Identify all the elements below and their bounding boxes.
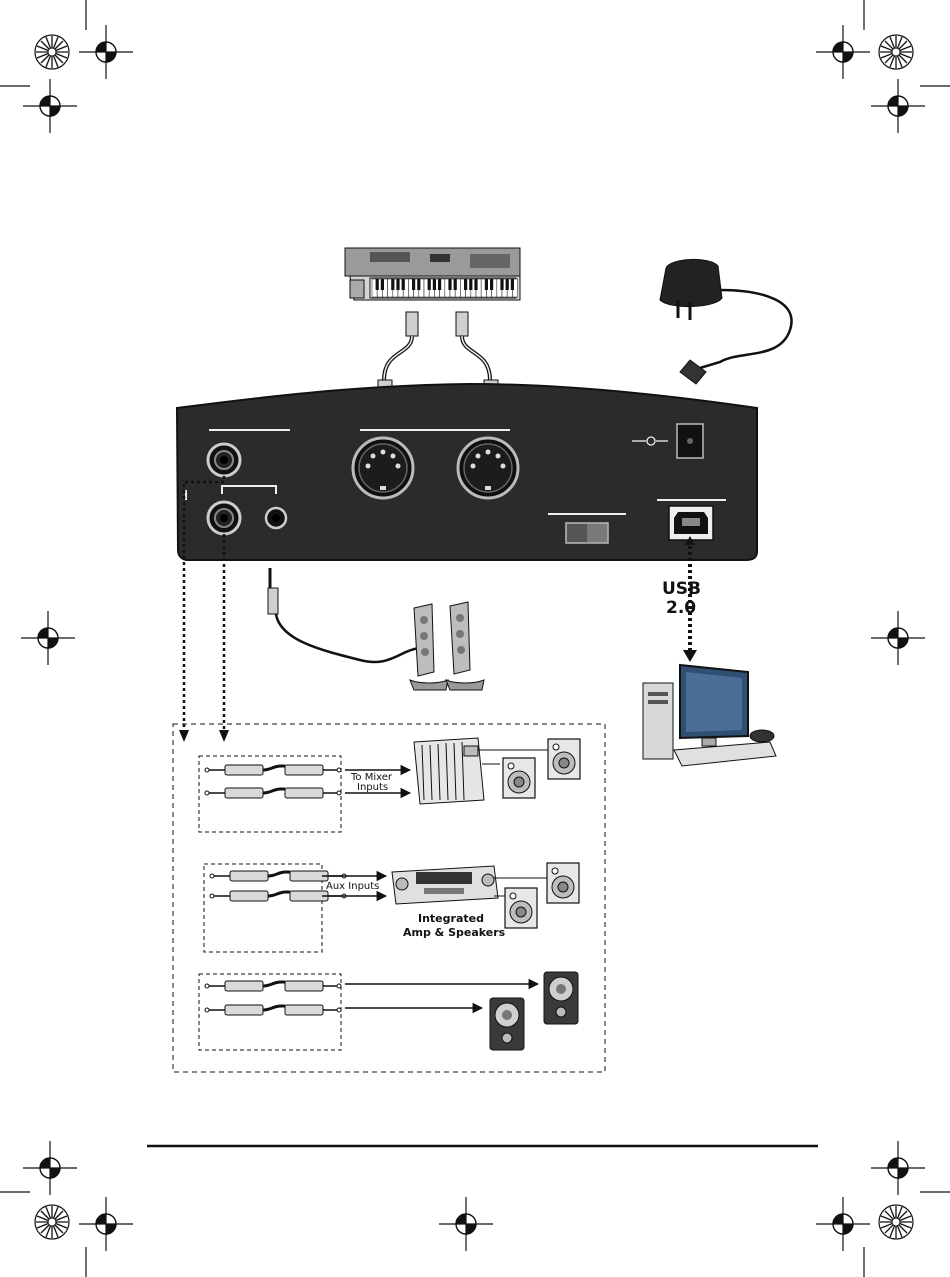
- mixer-label-line2: Inputs: [357, 782, 388, 793]
- black-key: [412, 279, 415, 290]
- black-key: [500, 279, 503, 290]
- black-key: [433, 279, 436, 290]
- print-star-target-icon: [35, 35, 69, 69]
- usb-label-line1: USB: [662, 579, 701, 599]
- mixer-option: To Mixer Inputs: [199, 738, 580, 832]
- registration-mark-icon: [23, 1141, 77, 1195]
- speaker-icon: [505, 888, 537, 928]
- black-key: [438, 279, 441, 290]
- black-key: [464, 279, 467, 290]
- black-key: [506, 279, 509, 290]
- print-star-target-icon: [879, 35, 913, 69]
- black-key: [448, 279, 451, 290]
- aux-label: Aux Inputs: [326, 881, 379, 892]
- registration-mark-icon: [816, 25, 870, 79]
- power-adapter-icon: [660, 259, 792, 384]
- black-key: [485, 279, 488, 290]
- speaker-icon: [547, 863, 579, 903]
- amp-label-line2: Amp & Speakers: [403, 926, 506, 939]
- registration-mark-icon: [21, 611, 75, 665]
- midi-keyboard-icon: [345, 248, 520, 300]
- midi-din-jack-icon[interactable]: [458, 438, 518, 498]
- registration-mark-icon: [439, 1197, 493, 1251]
- registration-mark-icon: [871, 611, 925, 665]
- black-key: [511, 279, 514, 290]
- interface-rear-panel: [177, 384, 757, 560]
- monitor-option: [199, 972, 578, 1050]
- usb-label-line2: 2.0: [666, 598, 696, 618]
- keyboard-keys: [372, 279, 518, 297]
- mixer-icon: [414, 738, 484, 804]
- registration-mark-icon: [23, 79, 77, 133]
- black-key: [474, 279, 477, 290]
- black-key: [428, 279, 431, 290]
- black-key: [381, 279, 384, 290]
- registration-mark-icon: [79, 1197, 133, 1251]
- black-key: [402, 279, 405, 290]
- registration-mark-icon: [79, 25, 133, 79]
- black-key: [454, 279, 457, 290]
- black-key: [417, 279, 420, 290]
- registration-mark-icon: [871, 79, 925, 133]
- studio-monitor-icon: [544, 972, 578, 1024]
- black-key: [469, 279, 472, 290]
- black-key: [490, 279, 493, 290]
- output-jack-right[interactable]: [208, 502, 240, 534]
- output-jack-left[interactable]: [208, 444, 240, 476]
- print-star-target-icon: [879, 1205, 913, 1239]
- studio-monitor-icon: [490, 998, 524, 1050]
- speaker-icon: [503, 758, 535, 798]
- registration-mark-icon: [816, 1197, 870, 1251]
- black-key: [391, 279, 394, 290]
- receiver-option: Aux Inputs Integrated Amp & Speakers: [204, 863, 579, 952]
- midi-din-jack-icon[interactable]: [353, 438, 413, 498]
- speaker-icon: [548, 739, 580, 779]
- computer-monitor-icon: [643, 665, 776, 766]
- usb-b-port-icon[interactable]: [669, 506, 713, 540]
- black-key: [396, 279, 399, 290]
- receiver-icon: [392, 866, 498, 904]
- registration-mark-icon: [871, 1141, 925, 1195]
- desktop-speakers-icon: [268, 568, 484, 690]
- black-key: [376, 279, 379, 290]
- amp-label-line1: Integrated: [418, 912, 484, 925]
- print-star-target-icon: [35, 1205, 69, 1239]
